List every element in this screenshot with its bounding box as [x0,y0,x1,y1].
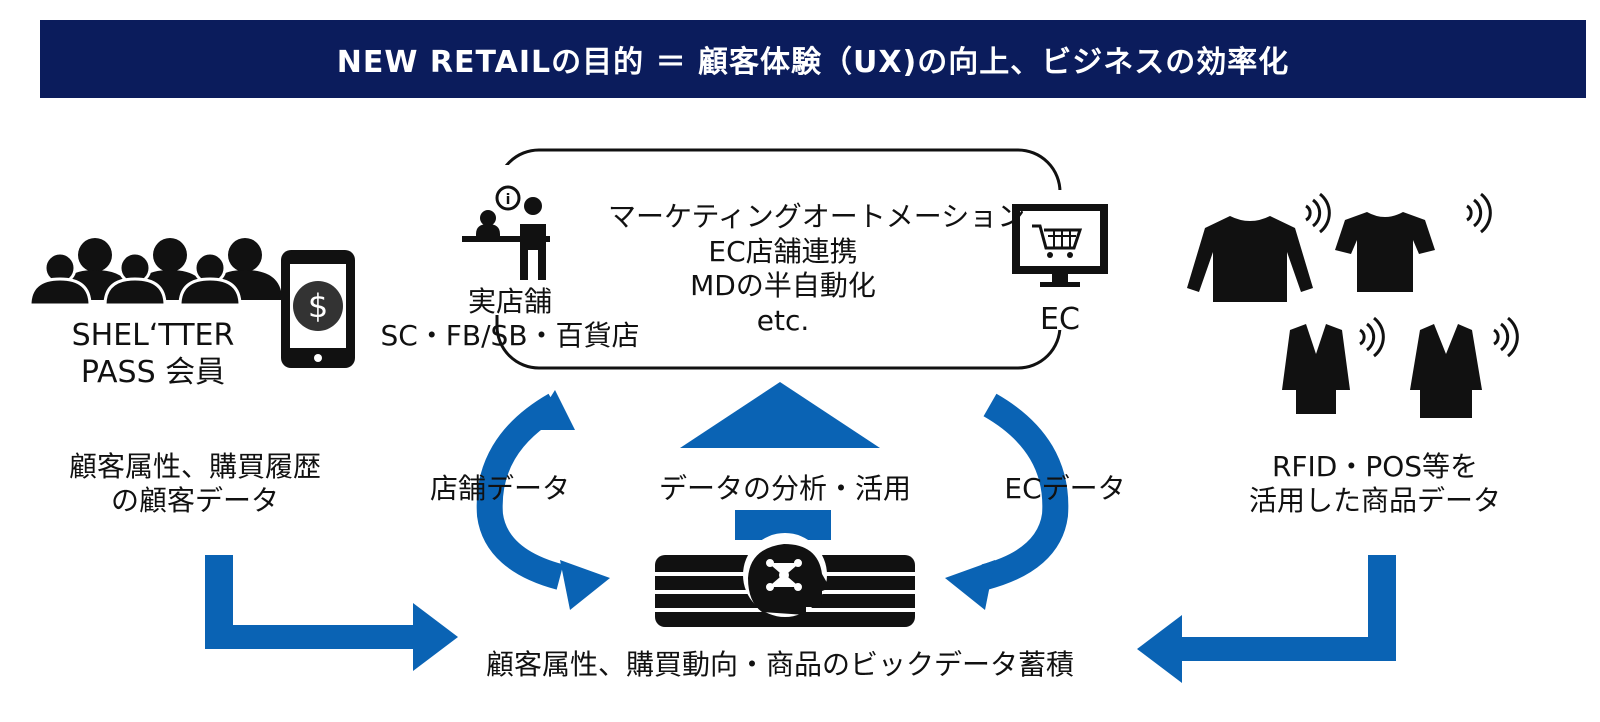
ec-data-label: ECデータ [1004,472,1126,505]
info-icon: i [506,192,511,208]
customer-data-arrow [205,555,458,671]
function-item: etc. [756,304,810,338]
product-data-label: RFID・POS等を 活用した商品データ [1248,450,1501,518]
smartphone-icon: $ [281,250,355,368]
function-item: EC店舗連携 [708,234,858,268]
database-ai-icon [655,533,915,627]
function-item: MDの半自動化 [690,269,876,303]
store-label: 実店舗 SC・FB/SB・百貨店 [380,285,640,353]
member-label: SHEL‘TTER PASS 会員 [71,318,235,390]
customer-data-label: 顧客属性、購買履歴 の顧客データ [68,450,321,518]
ec-label: EC [1040,302,1080,337]
analysis-label: データの分析・活用 [658,472,911,505]
svg-text:$: $ [308,287,328,325]
product-data-arrow [1137,555,1396,683]
page-title: NEW RETAILの目的 ＝ 顧客体験（UX)の向上、ビジネスの効率化 [336,45,1290,80]
monitor-cart-icon [1012,204,1108,287]
title-banner: NEW RETAILの目的 ＝ 顧客体験（UX)の向上、ビジネスの効率化 [40,20,1586,98]
people-icon [28,238,282,307]
function-list: マーケティングオートメーション EC店舗連携 MDの半自動化 etc. [608,200,1026,339]
clothing-rfid-icon [1187,192,1519,418]
store-clerk-icon: i [462,185,550,280]
function-item: マーケティングオートメーション [608,200,1026,233]
ec-data-arrow [981,393,1069,590]
bigdata-label: 顧客属性、購買動向・商品のビックデータ蓄積 [485,648,1074,681]
store-data-arrow [476,393,564,590]
analysis-arrow [680,382,880,448]
store-data-label: 店舗データ [429,472,570,505]
